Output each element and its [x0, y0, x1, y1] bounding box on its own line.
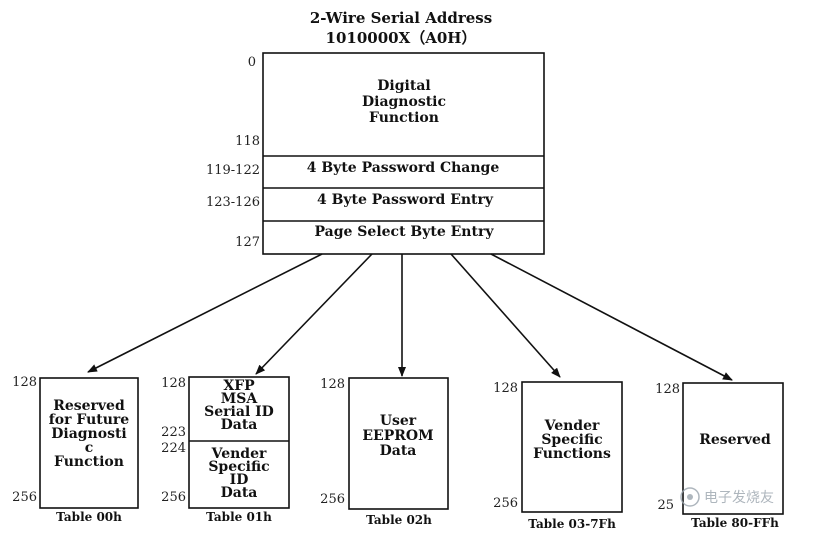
- address-label: 128: [12, 375, 37, 390]
- address-label: 128: [161, 376, 186, 391]
- table-03-7fh-frame: [521, 381, 623, 513]
- watermark: 电子发烧友: [680, 487, 774, 507]
- watermark-logo-dot: [687, 494, 693, 500]
- table-01h-lower-line: Specific: [208, 459, 269, 475]
- main-block-label-line: Function: [369, 110, 439, 126]
- address-label: 256: [320, 492, 345, 507]
- page-select-row: Page Select Byte Entry: [315, 224, 495, 240]
- table-80-ffh-caption: Table 80-FFh: [691, 516, 779, 530]
- table-02h-label-line: EEPROM: [362, 428, 433, 444]
- watermark-text: 电子发烧友: [704, 490, 774, 506]
- arrow-to-table-00h: [87, 253, 323, 373]
- table-01h-frame: [188, 376, 290, 509]
- table-00h-label-line: Diagnosti: [51, 426, 127, 442]
- table-02h-block: User EEPROM Data 128 256 Table 02h: [320, 377, 449, 527]
- table-00h-caption: Table 00h: [56, 510, 122, 524]
- table-03-7fh-label-line: Vender: [544, 418, 600, 434]
- address-label: 256: [493, 496, 518, 511]
- table-00h-frame: [39, 377, 139, 509]
- table-03-7fh-label-line: Specific: [541, 432, 602, 448]
- address-label: 256: [12, 490, 37, 505]
- table-00h-label-line: Reserved: [53, 398, 125, 414]
- address-label: 128: [320, 377, 345, 392]
- address-label: 118: [235, 134, 260, 149]
- table-01h-upper-line: MSA: [221, 391, 259, 407]
- arrow-to-table-01h: [255, 253, 373, 375]
- address-label: 0: [248, 55, 256, 70]
- arrow-to-table-80-ffh: [490, 253, 733, 381]
- table-01h-upper-line: XFP: [223, 378, 255, 394]
- password-change-row: 4 Byte Password Change: [307, 160, 500, 176]
- address-label: 119-122: [206, 163, 260, 178]
- table-01h-block: XFP MSA Serial ID Data Vender Specific I…: [161, 376, 290, 524]
- address-label: 224: [161, 441, 186, 456]
- serial-address: 1010000X（A0H）: [326, 29, 477, 47]
- table-00h-label-line: Function: [54, 454, 124, 470]
- main-block: Digital Diagnostic Function 0 118 4 Byte…: [206, 52, 545, 255]
- address-label: 123-126: [206, 195, 260, 210]
- table-00h-block: Reserved for Future Diagnosti c Function…: [12, 375, 139, 524]
- table-00h-label-line: c: [85, 440, 94, 456]
- table-02h-label-line: Data: [380, 443, 417, 459]
- table-01h-upper-line: Serial ID: [204, 404, 274, 420]
- table-02h-frame: [348, 377, 449, 510]
- main-block-label-line: Diagnostic: [362, 94, 446, 110]
- address-label: 25: [657, 498, 674, 513]
- table-01h-lower-line: ID: [230, 472, 249, 488]
- table-02h-label-line: User: [380, 413, 417, 429]
- table-03-7fh-block: Vender Specific Functions 128 256 Table …: [493, 381, 623, 531]
- main-block-label-line: Digital: [377, 78, 430, 94]
- page-arrows: [87, 253, 733, 381]
- address-label: 128: [655, 382, 680, 397]
- table-00h-label-line: for Future: [49, 412, 130, 428]
- arrow-to-table-03-7fh: [450, 253, 561, 378]
- diagram-title: 2-Wire Serial Address: [310, 9, 492, 27]
- address-label: 128: [493, 381, 518, 396]
- table-01h-lower-line: Vender: [211, 446, 267, 462]
- watermark-logo-icon: [680, 487, 700, 507]
- table-01h-caption: Table 01h: [206, 510, 272, 524]
- address-label: 223: [161, 425, 186, 440]
- table-01h-upper-line: Data: [221, 417, 258, 433]
- table-01h-lower-line: Data: [221, 485, 258, 501]
- table-80-ffh-frame: [682, 382, 784, 515]
- password-entry-row: 4 Byte Password Entry: [317, 192, 494, 208]
- address-label: 127: [235, 235, 260, 250]
- table-03-7fh-caption: Table 03-7Fh: [528, 517, 616, 531]
- table-03-7fh-label-line: Functions: [533, 446, 611, 462]
- table-02h-caption: Table 02h: [366, 513, 432, 527]
- address-label: 256: [161, 490, 186, 505]
- table-80-ffh-label-line: Reserved: [699, 432, 771, 448]
- table-80-ffh-block: Reserved 128 25 Table 80-FFh: [655, 382, 784, 530]
